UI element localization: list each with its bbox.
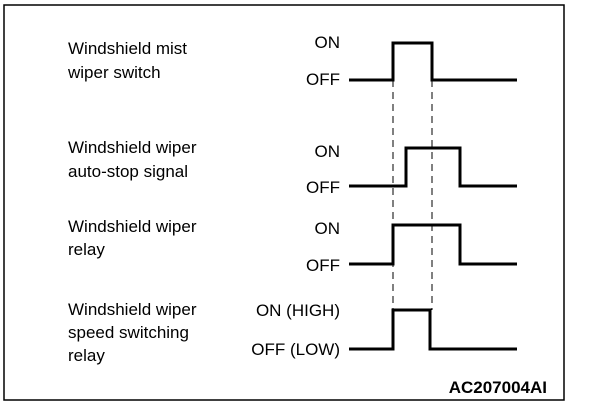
off-state-label: OFF (306, 256, 340, 275)
off-state-label: OFF (306, 70, 340, 89)
signal-label-line: Windshield wiper (68, 138, 197, 157)
signal-label-line: Windshield mist (68, 39, 187, 58)
signal-waveform (349, 146, 517, 188)
signal-waveform (349, 41, 517, 82)
on-state-label: ON (HIGH) (256, 301, 340, 320)
signal-label-line: relay (68, 346, 105, 365)
on-state-label: ON (315, 219, 341, 238)
signal-waveform (349, 223, 517, 266)
signal-label-line: Windshield wiper (68, 217, 197, 236)
signal-waveform (349, 308, 517, 351)
signal-speed-switching-relay: Windshield wiper speed switching relay O… (68, 300, 517, 365)
signal-label-line: relay (68, 240, 105, 259)
signal-label-line: auto-stop signal (68, 162, 188, 181)
signal-label-line: Windshield wiper (68, 300, 197, 319)
off-state-label: OFF (LOW) (251, 340, 340, 359)
diagram-border (3, 4, 565, 401)
signal-label-line: wiper switch (67, 63, 161, 82)
signal-mist-wiper-switch: Windshield mist wiper switch ON OFF (67, 33, 517, 89)
signal-label-line: speed switching (68, 323, 189, 342)
figure-code: AC207004AI (449, 378, 547, 397)
signal-auto-stop: Windshield wiper auto-stop signal ON OFF (68, 138, 517, 197)
off-state-label: OFF (306, 178, 340, 197)
on-state-label: ON (315, 33, 341, 52)
signal-wiper-relay: Windshield wiper relay ON OFF (68, 217, 517, 275)
on-state-label: ON (315, 142, 341, 161)
